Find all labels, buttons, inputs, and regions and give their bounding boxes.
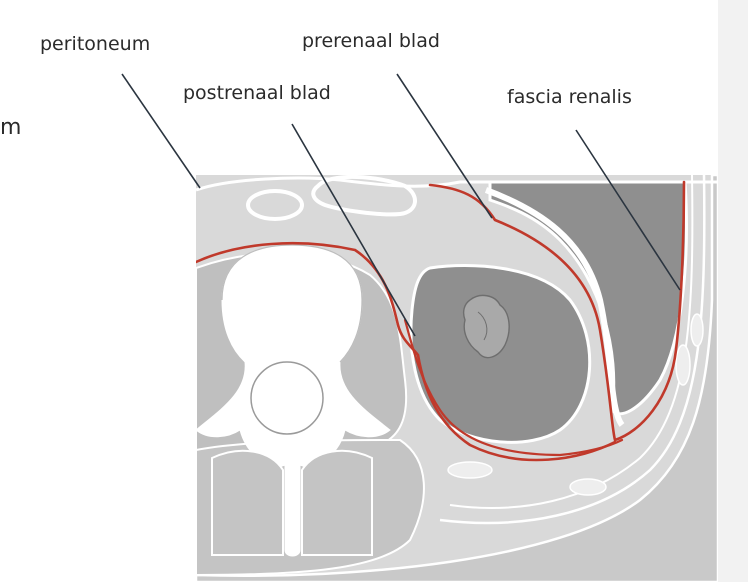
prerenal-fascia xyxy=(428,180,686,442)
label-prerenal: prerenaal blad xyxy=(302,30,440,52)
abdominal-wall-layer-2 xyxy=(449,175,694,509)
wall-vessel-low xyxy=(447,461,493,479)
wall-vessel-mid xyxy=(675,344,691,386)
wall-vessel-right xyxy=(569,478,607,496)
label-postrenal: postrenaal blad xyxy=(183,82,331,104)
spinal-canal xyxy=(250,361,324,435)
muscle-right xyxy=(301,449,373,556)
prerenal-leader xyxy=(396,73,493,219)
postrenal-fascia xyxy=(196,241,617,462)
peritoneum-leader xyxy=(121,73,201,189)
liver-capsule xyxy=(484,187,625,427)
vertebral-body-edge xyxy=(221,244,363,363)
page-edge-shade xyxy=(718,0,748,582)
kidney xyxy=(409,264,592,444)
cross-section-panel xyxy=(196,175,718,582)
wall-vessel-upper xyxy=(690,313,704,347)
abdominal-wall-layer-1 xyxy=(439,175,706,525)
label-fascia-renalis: fascia renalis xyxy=(507,86,632,108)
muscle-left xyxy=(211,449,284,556)
label-peritoneum: peritoneum xyxy=(40,33,150,55)
renal-pelvis-detail xyxy=(477,311,488,341)
postrenal-fascia-inner xyxy=(403,318,624,457)
fascia-renalis-leader xyxy=(575,129,681,291)
bowel-loop-left xyxy=(246,189,304,221)
postrenal-leader xyxy=(291,123,416,337)
abdominal-wall-outer xyxy=(196,175,718,582)
label-cut-left: m xyxy=(0,115,21,140)
